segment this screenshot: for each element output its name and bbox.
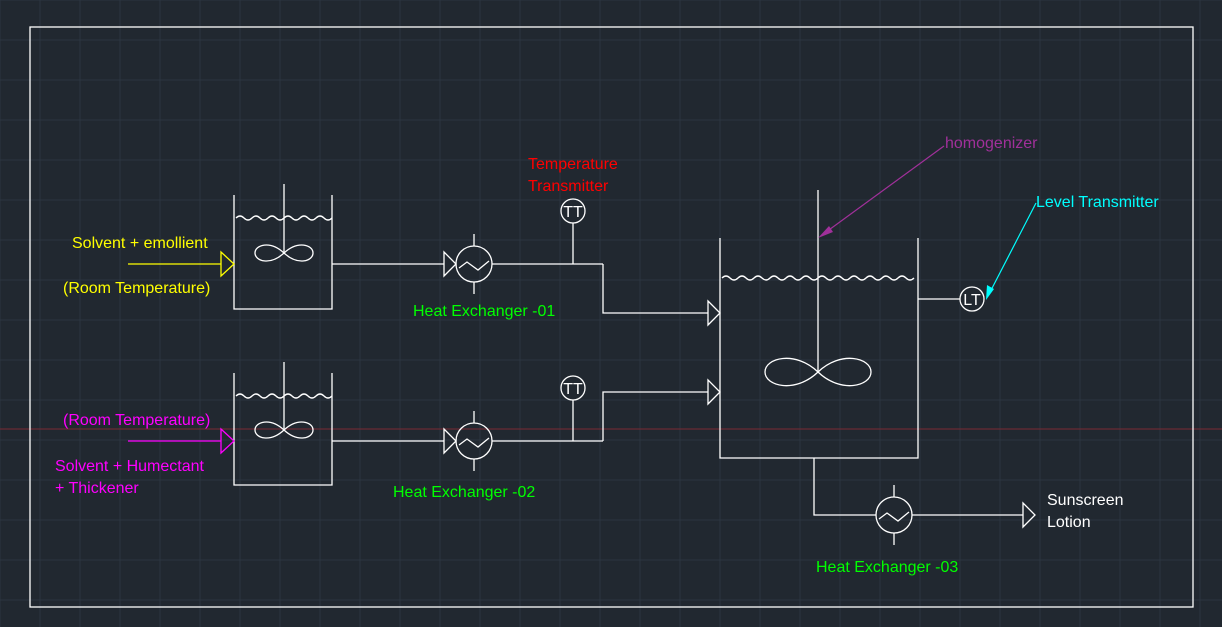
level-transmitter-leader [986,202,1037,300]
agitator-impeller-icon [254,244,314,262]
heat-exchanger-1-icon [455,234,493,294]
lt-tag: LT [963,292,981,309]
temperature-transmitter-label-line2: Transmitter [528,178,609,195]
heat-exchanger-3-label: Heat Exchanger -03 [816,559,958,576]
mixing-tank-1 [233,184,333,310]
temperature-transmitter-2: TT [560,375,586,401]
heat-exchanger-3-icon [875,485,913,545]
heat-exchanger-2-icon [455,411,493,471]
homogenizer-vessel [719,190,919,459]
process-line-1 [332,223,721,327]
heat-exchanger-1-label: Heat Exchanger -01 [413,303,555,320]
heat-exchanger-2-label: Heat Exchanger -02 [393,484,535,501]
product-label-line1: Sunscreen [1047,492,1124,509]
feed-2-label-line2: + Thickener [55,480,139,497]
homogenizer-leader [818,145,945,238]
outlet-line [813,458,1036,529]
feed-1-arrow [128,250,235,278]
tt2-tag: TT [563,381,583,398]
temperature-transmitter-label-line1: Temperature [528,156,618,173]
homogenizer-label: homogenizer [945,135,1038,152]
feed-2-label-line1: Solvent + Humectant [55,458,205,475]
level-transmitter-label: Level Transmitter [1036,194,1159,211]
feed-2-arrow [128,427,235,455]
agitator-impeller-icon [254,421,314,439]
product-label-line2: Lotion [1047,514,1091,531]
feed-2-temperature: (Room Temperature) [63,412,210,429]
mixing-tank-2 [233,362,333,486]
temperature-transmitter-1: TT [560,198,586,224]
feed-1-temperature: (Room Temperature) [63,280,210,297]
process-line-2 [332,378,721,455]
level-transmitter: LT [918,286,985,312]
tt1-tag: TT [563,204,583,221]
homogenizer-impeller-icon [764,357,872,387]
feed-1-label: Solvent + emollient [72,235,208,252]
drawing-frame [29,26,1194,608]
